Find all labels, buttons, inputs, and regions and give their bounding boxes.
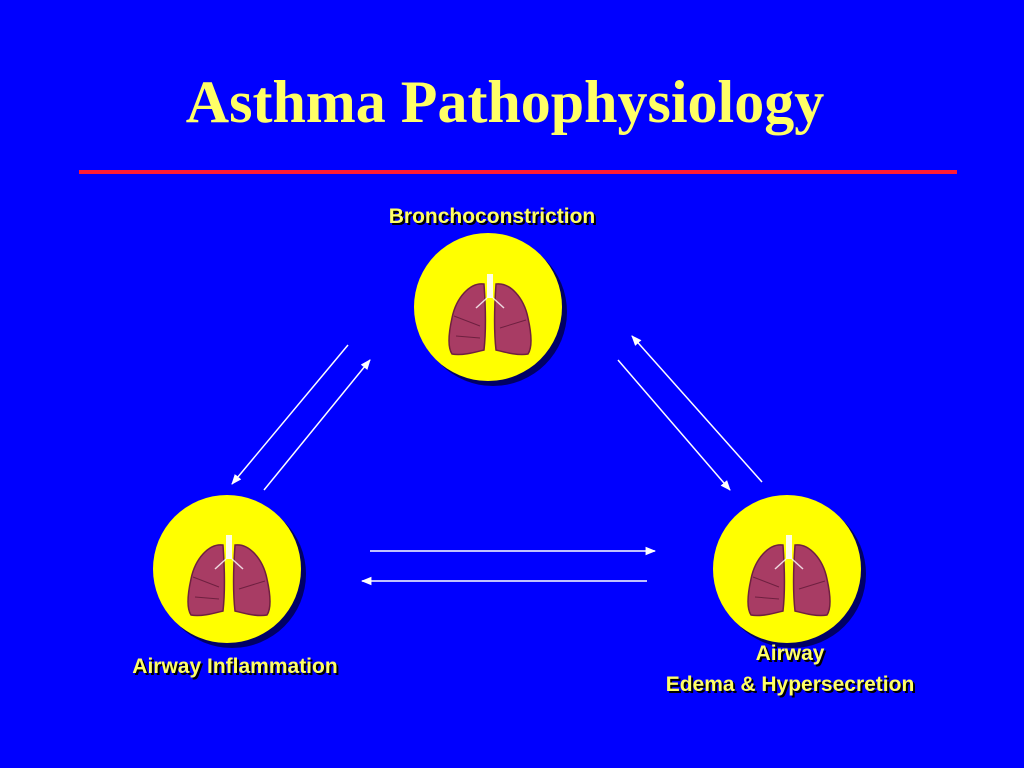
slide-title: Asthma Pathophysiology: [185, 69, 825, 135]
label-airway-inflammation: Airway Inflammation: [132, 655, 338, 678]
node-airway-edema: [713, 495, 866, 648]
label-airway-edema-line-2: Edema & Hypersecretion: [665, 673, 915, 696]
node-bronchoconstriction: [414, 233, 567, 386]
arrow-inflammation-to-bronchoconstriction: [263, 359, 371, 491]
node-airway-inflammation: [153, 495, 306, 648]
label-bronchoconstriction: Bronchoconstriction: [388, 205, 596, 228]
label-airway-edema: Airway Edema & Hypersecretion: [560, 638, 1020, 700]
arrow-edema-to-bronchoconstriction: [631, 335, 763, 483]
label-airway-edema-line-1: Airway: [755, 642, 825, 665]
arrow-bronchoconstriction-to-edema: [617, 359, 731, 491]
arrow-bronchoconstriction-to-inflammation: [231, 344, 349, 485]
title-divider: [79, 170, 957, 174]
